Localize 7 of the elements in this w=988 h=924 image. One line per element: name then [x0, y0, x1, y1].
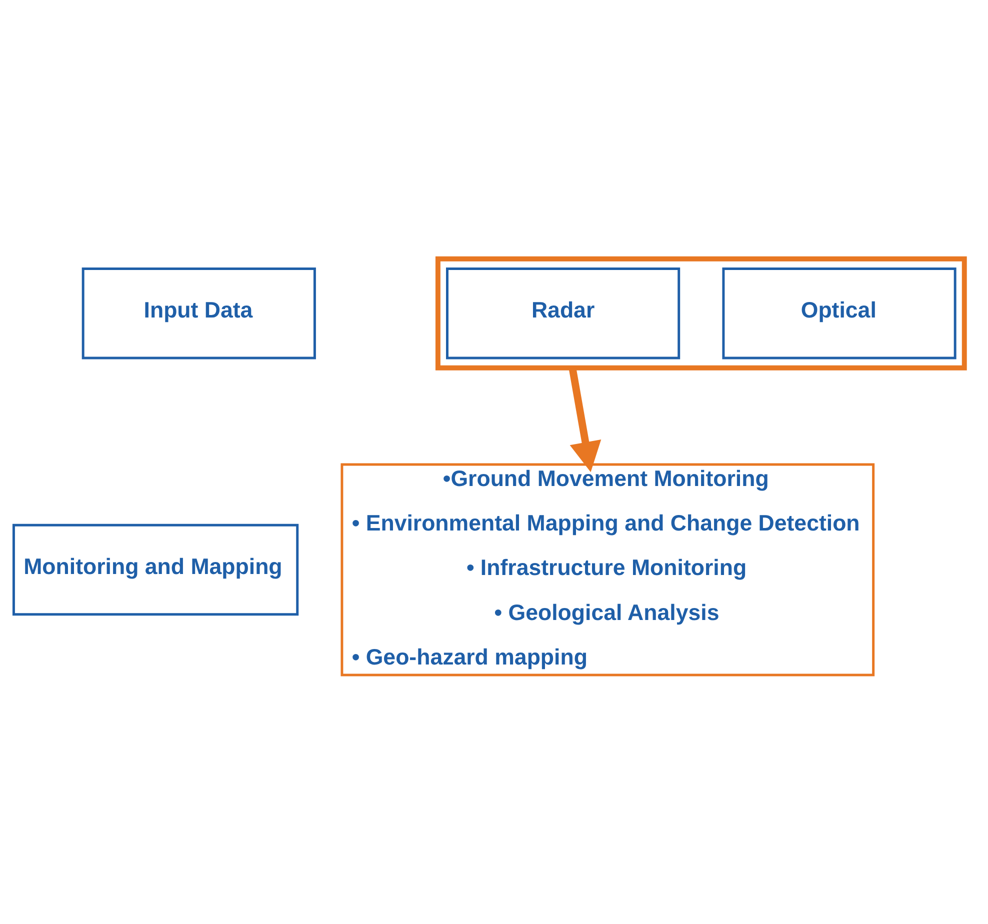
node-box: •Ground Movement Monitoring • Environmental Mapping and Change Detection • Infrastructure Monitoring • Geological Analysis • Geo-hazard mapping [340, 463, 875, 676]
cluster [435, 256, 967, 370]
node-box: Radar [446, 268, 680, 360]
arrow [568, 367, 602, 472]
node-box: Optical [722, 268, 956, 360]
node-box: Input Data [82, 268, 316, 360]
node-box: Monitoring and Mapping [12, 524, 299, 616]
